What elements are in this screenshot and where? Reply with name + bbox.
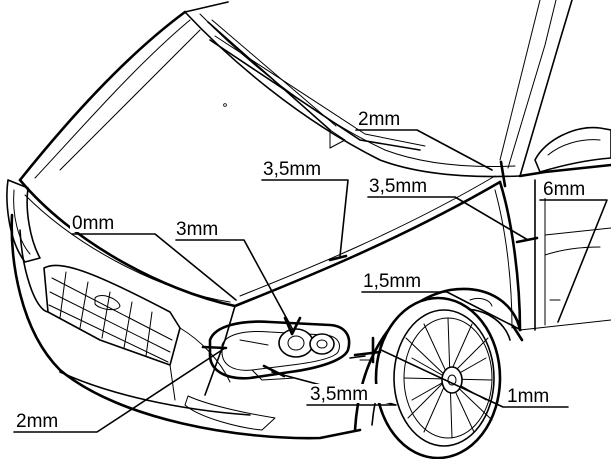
label-gap-hood-corner: 0mm (72, 213, 114, 234)
label-gap-door-rear: 6mm (543, 179, 585, 200)
label-gap-fender-lower: 1,5mm (363, 271, 421, 292)
windshield (184, 0, 573, 178)
label-gap-fender-bumper: 1mm (507, 386, 549, 407)
right-headlamp (208, 320, 351, 381)
leader-gap-fender-lower (361, 291, 522, 331)
leader-gap-fender-bumper (380, 349, 569, 408)
leader-gap-hood-fender-upper (261, 179, 349, 257)
leader-gap-windshield-top (355, 129, 493, 171)
leader-gap-headlamp-lower (271, 371, 397, 406)
label-gap-hood-fender-upper: 3,5mm (263, 159, 321, 180)
leader-gap-hood-corner (71, 233, 237, 301)
left-headlamp (6, 179, 41, 263)
leader-lines (13, 129, 608, 433)
label-gap-headlamp-bumper: 2mm (16, 411, 58, 432)
label-gap-fender-door: 3,5mm (369, 176, 427, 197)
label-gap-headlamp-lower: 3,5mm (310, 384, 368, 405)
hood (18, 10, 502, 308)
label-gap-headlamp-top: 3mm (176, 219, 218, 240)
leader-gap-fender-door (367, 196, 529, 241)
wheel (374, 296, 502, 459)
wipers (207, 19, 426, 151)
grille (43, 264, 181, 366)
label-gap-windshield-top: 2mm (358, 109, 400, 130)
leader-gap-headlamp-top (175, 239, 294, 331)
leader-gap-door-rear (539, 199, 608, 323)
door (518, 126, 611, 331)
leader-gap-headlamp-bumper (13, 347, 226, 433)
callout-labels: 2mm 3,5mm 3,5mm 6mm 0mm 3mm 1,5mm 2mm 3,… (14, 109, 596, 432)
car-body-drawing (6, 0, 611, 459)
